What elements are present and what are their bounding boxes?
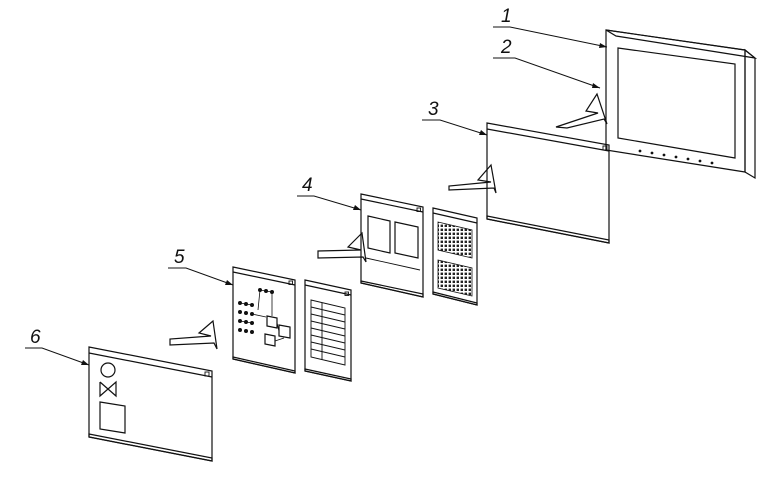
schematic xyxy=(237,287,274,334)
table-panel-5 xyxy=(304,279,352,382)
arrow-icon xyxy=(448,163,497,194)
callout-2: 2 xyxy=(500,37,512,58)
close-icon xyxy=(344,291,349,296)
close-icon xyxy=(416,207,421,212)
table-grid xyxy=(310,299,346,366)
monitor-buttons xyxy=(638,149,714,165)
window-layer-4 xyxy=(360,193,424,298)
callout-6: 6 xyxy=(30,327,41,348)
arrow-icon xyxy=(555,92,608,129)
monitor xyxy=(605,29,758,180)
arrow-icon xyxy=(317,231,367,263)
mesh-panel-4 xyxy=(432,207,478,306)
window-layer-6 xyxy=(88,346,213,462)
leader-arrowheads xyxy=(81,43,607,365)
leader-lines xyxy=(25,26,608,366)
callout-1: 1 xyxy=(501,6,512,27)
monitor-screen xyxy=(617,47,736,159)
square-symbol-icon xyxy=(99,401,126,434)
callout-3: 3 xyxy=(428,99,439,120)
window-layer-3 xyxy=(486,122,610,244)
close-icon xyxy=(602,145,608,151)
callout-5: 5 xyxy=(174,247,185,268)
callout-4: 4 xyxy=(302,175,313,196)
close-icon xyxy=(204,371,210,377)
valve-symbol-icon xyxy=(99,380,117,398)
close-icon xyxy=(288,280,293,285)
circle-symbol-icon xyxy=(100,362,116,378)
arrow-icon xyxy=(169,319,218,350)
window-layer-5 xyxy=(232,266,296,374)
